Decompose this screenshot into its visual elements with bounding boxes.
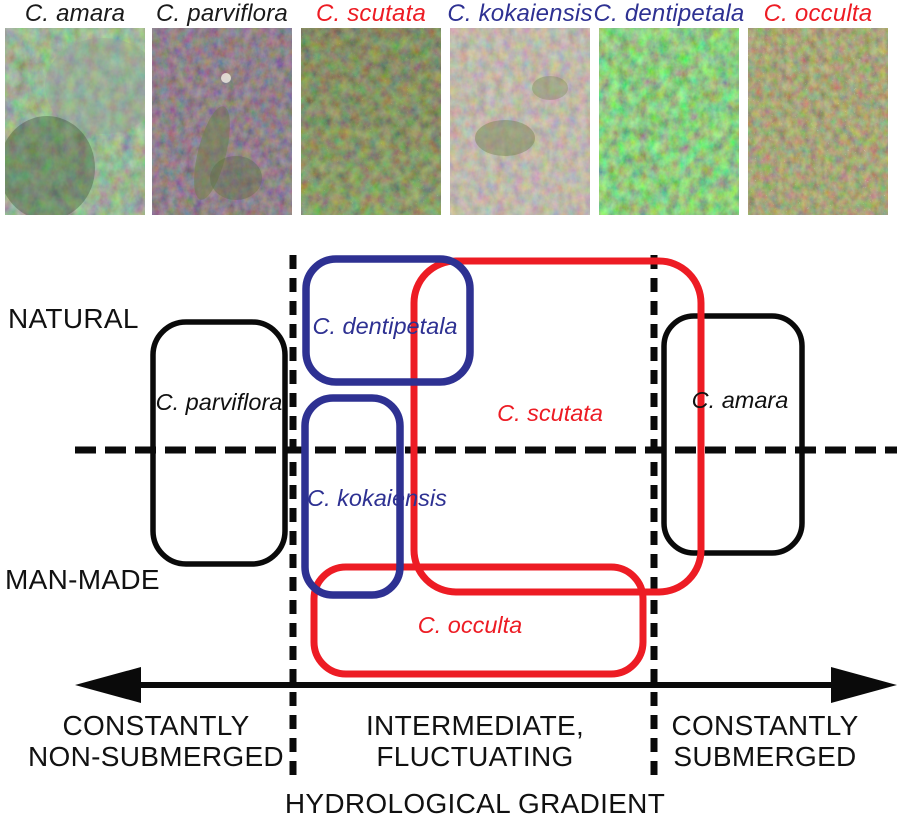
photo-cell-amara: C. amara — [5, 0, 145, 215]
photo-cell-dentipetala: C. dentipetala — [594, 0, 744, 215]
photo-cell-parviflora: C. parviflora — [152, 0, 292, 215]
species-photo-row: C. amara C. parviflora — [0, 0, 900, 215]
zone-right-line1: CONSTANTLY — [671, 710, 858, 741]
box-label-amara: C. amara — [692, 387, 789, 413]
photo-label-dentipetala: C. dentipetala — [593, 0, 745, 27]
gradient-axis-title: HYDROLOGICAL GRADIENT — [285, 788, 665, 819]
photo-texture — [301, 28, 441, 215]
photo-texture — [599, 28, 739, 215]
box-label-parviflora: C. parviflora — [156, 389, 283, 415]
photo-dentipetala — [599, 28, 739, 215]
photo-scutata — [301, 28, 441, 215]
box-label-kokaiensis: C. kokaiensis — [307, 485, 447, 511]
box-label-dentipetala: C. dentipetala — [312, 313, 457, 339]
habitat-label-man-made: MAN-MADE — [5, 564, 160, 595]
diagram-canvas: C. parviflora C. dentipetala C. kokaiens… — [5, 255, 897, 819]
photo-occulta — [748, 28, 888, 215]
photo-cell-occulta: C. occulta — [748, 0, 888, 215]
habitat-hydrology-diagram: C. parviflora C. dentipetala C. kokaiens… — [0, 230, 900, 821]
photo-label-scutata: C. scutata — [315, 0, 427, 27]
photo-texture — [748, 28, 888, 215]
photo-label-kokaiensis: C. kokaiensis — [447, 0, 593, 27]
photo-amara — [5, 28, 145, 215]
photo-cell-kokaiensis: C. kokaiensis — [447, 0, 592, 215]
photo-parviflora — [152, 28, 292, 215]
photo-label-occulta: C. occulta — [763, 0, 873, 27]
zone-mid-line2: FLUCTUATING — [376, 741, 573, 772]
zone-right-line2: SUBMERGED — [673, 741, 856, 772]
photo-label-amara: C. amara — [24, 0, 126, 27]
zone-left-line1: CONSTANTLY — [62, 710, 249, 741]
arrow-left-icon — [75, 667, 141, 703]
photo-cell-scutata: C. scutata — [301, 0, 441, 215]
arrow-right-icon — [831, 667, 897, 703]
box-occulta — [310, 563, 647, 678]
habitat-label-natural: NATURAL — [8, 303, 139, 334]
box-scutata — [410, 257, 705, 596]
photo-label-parviflora: C. parviflora — [156, 0, 288, 27]
zone-mid-line1: INTERMEDIATE, — [366, 710, 584, 741]
box-dentipetala — [302, 255, 474, 386]
photo-kokaiensis — [450, 28, 590, 215]
zone-left-line2: NON-SUBMERGED — [28, 741, 284, 772]
photo-texture — [152, 28, 292, 215]
box-label-scutata: C. scutata — [497, 400, 603, 426]
box-kokaiensis — [301, 394, 404, 599]
box-parviflora — [150, 319, 288, 567]
photo-texture — [450, 28, 590, 215]
box-amara — [661, 313, 805, 556]
photo-texture — [5, 28, 145, 215]
box-label-occulta: C. occulta — [418, 612, 523, 638]
